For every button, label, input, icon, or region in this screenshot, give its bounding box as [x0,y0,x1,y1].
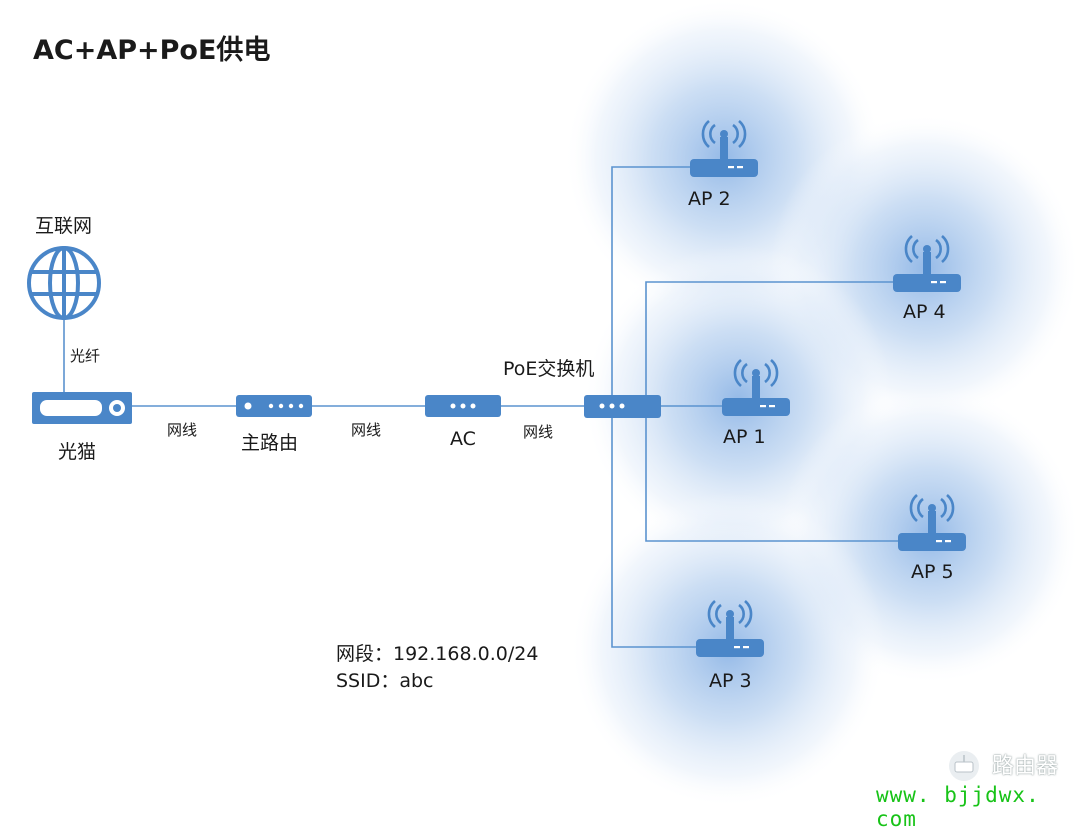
ap5-label: AP 5 [911,561,954,583]
switch-ap4-line [645,281,893,396]
switch-ap3-line [611,418,696,648]
ac-controller-icon [425,395,501,417]
fiber-label: 光纤 [70,347,101,365]
modem-label: 光猫 [58,441,97,463]
switch-ap5-line [645,418,898,542]
watermark-logo [949,751,979,781]
poe-switch-label: PoE交换机 [503,358,595,380]
cable-label-1: 网线 [167,421,198,439]
globe-icon [27,246,101,320]
ap1-label: AP 1 [723,426,766,448]
cable-label-2: 网线 [351,421,382,439]
connection-lines [63,166,898,648]
ac-label: AC [450,428,476,450]
cable-label-3: 网线 [523,423,554,441]
ssid-text: SSID：abc [336,670,434,692]
segment-text: 网段：192.168.0.0/24 [336,643,539,665]
main-router-label: 主路由 [241,432,299,454]
network-info: 网段：192.168.0.0/24 SSID：abc [336,641,538,695]
internet-label: 互联网 [35,215,93,237]
diagram-title: AC+AP+PoE供电 [33,35,271,66]
watermark-url: www. bjjdwx. com [876,783,1040,831]
ap2-label: AP 2 [688,188,731,210]
poe-switch-icon [584,395,661,418]
watermark-logo-text: 路由器 [992,754,1059,779]
switch-ap2-line [611,166,690,396]
ap4-label: AP 4 [903,301,946,323]
network-diagram [27,0,1080,808]
modem-icon [32,392,132,424]
main-router-icon [236,395,312,417]
ap3-label: AP 3 [709,670,752,692]
